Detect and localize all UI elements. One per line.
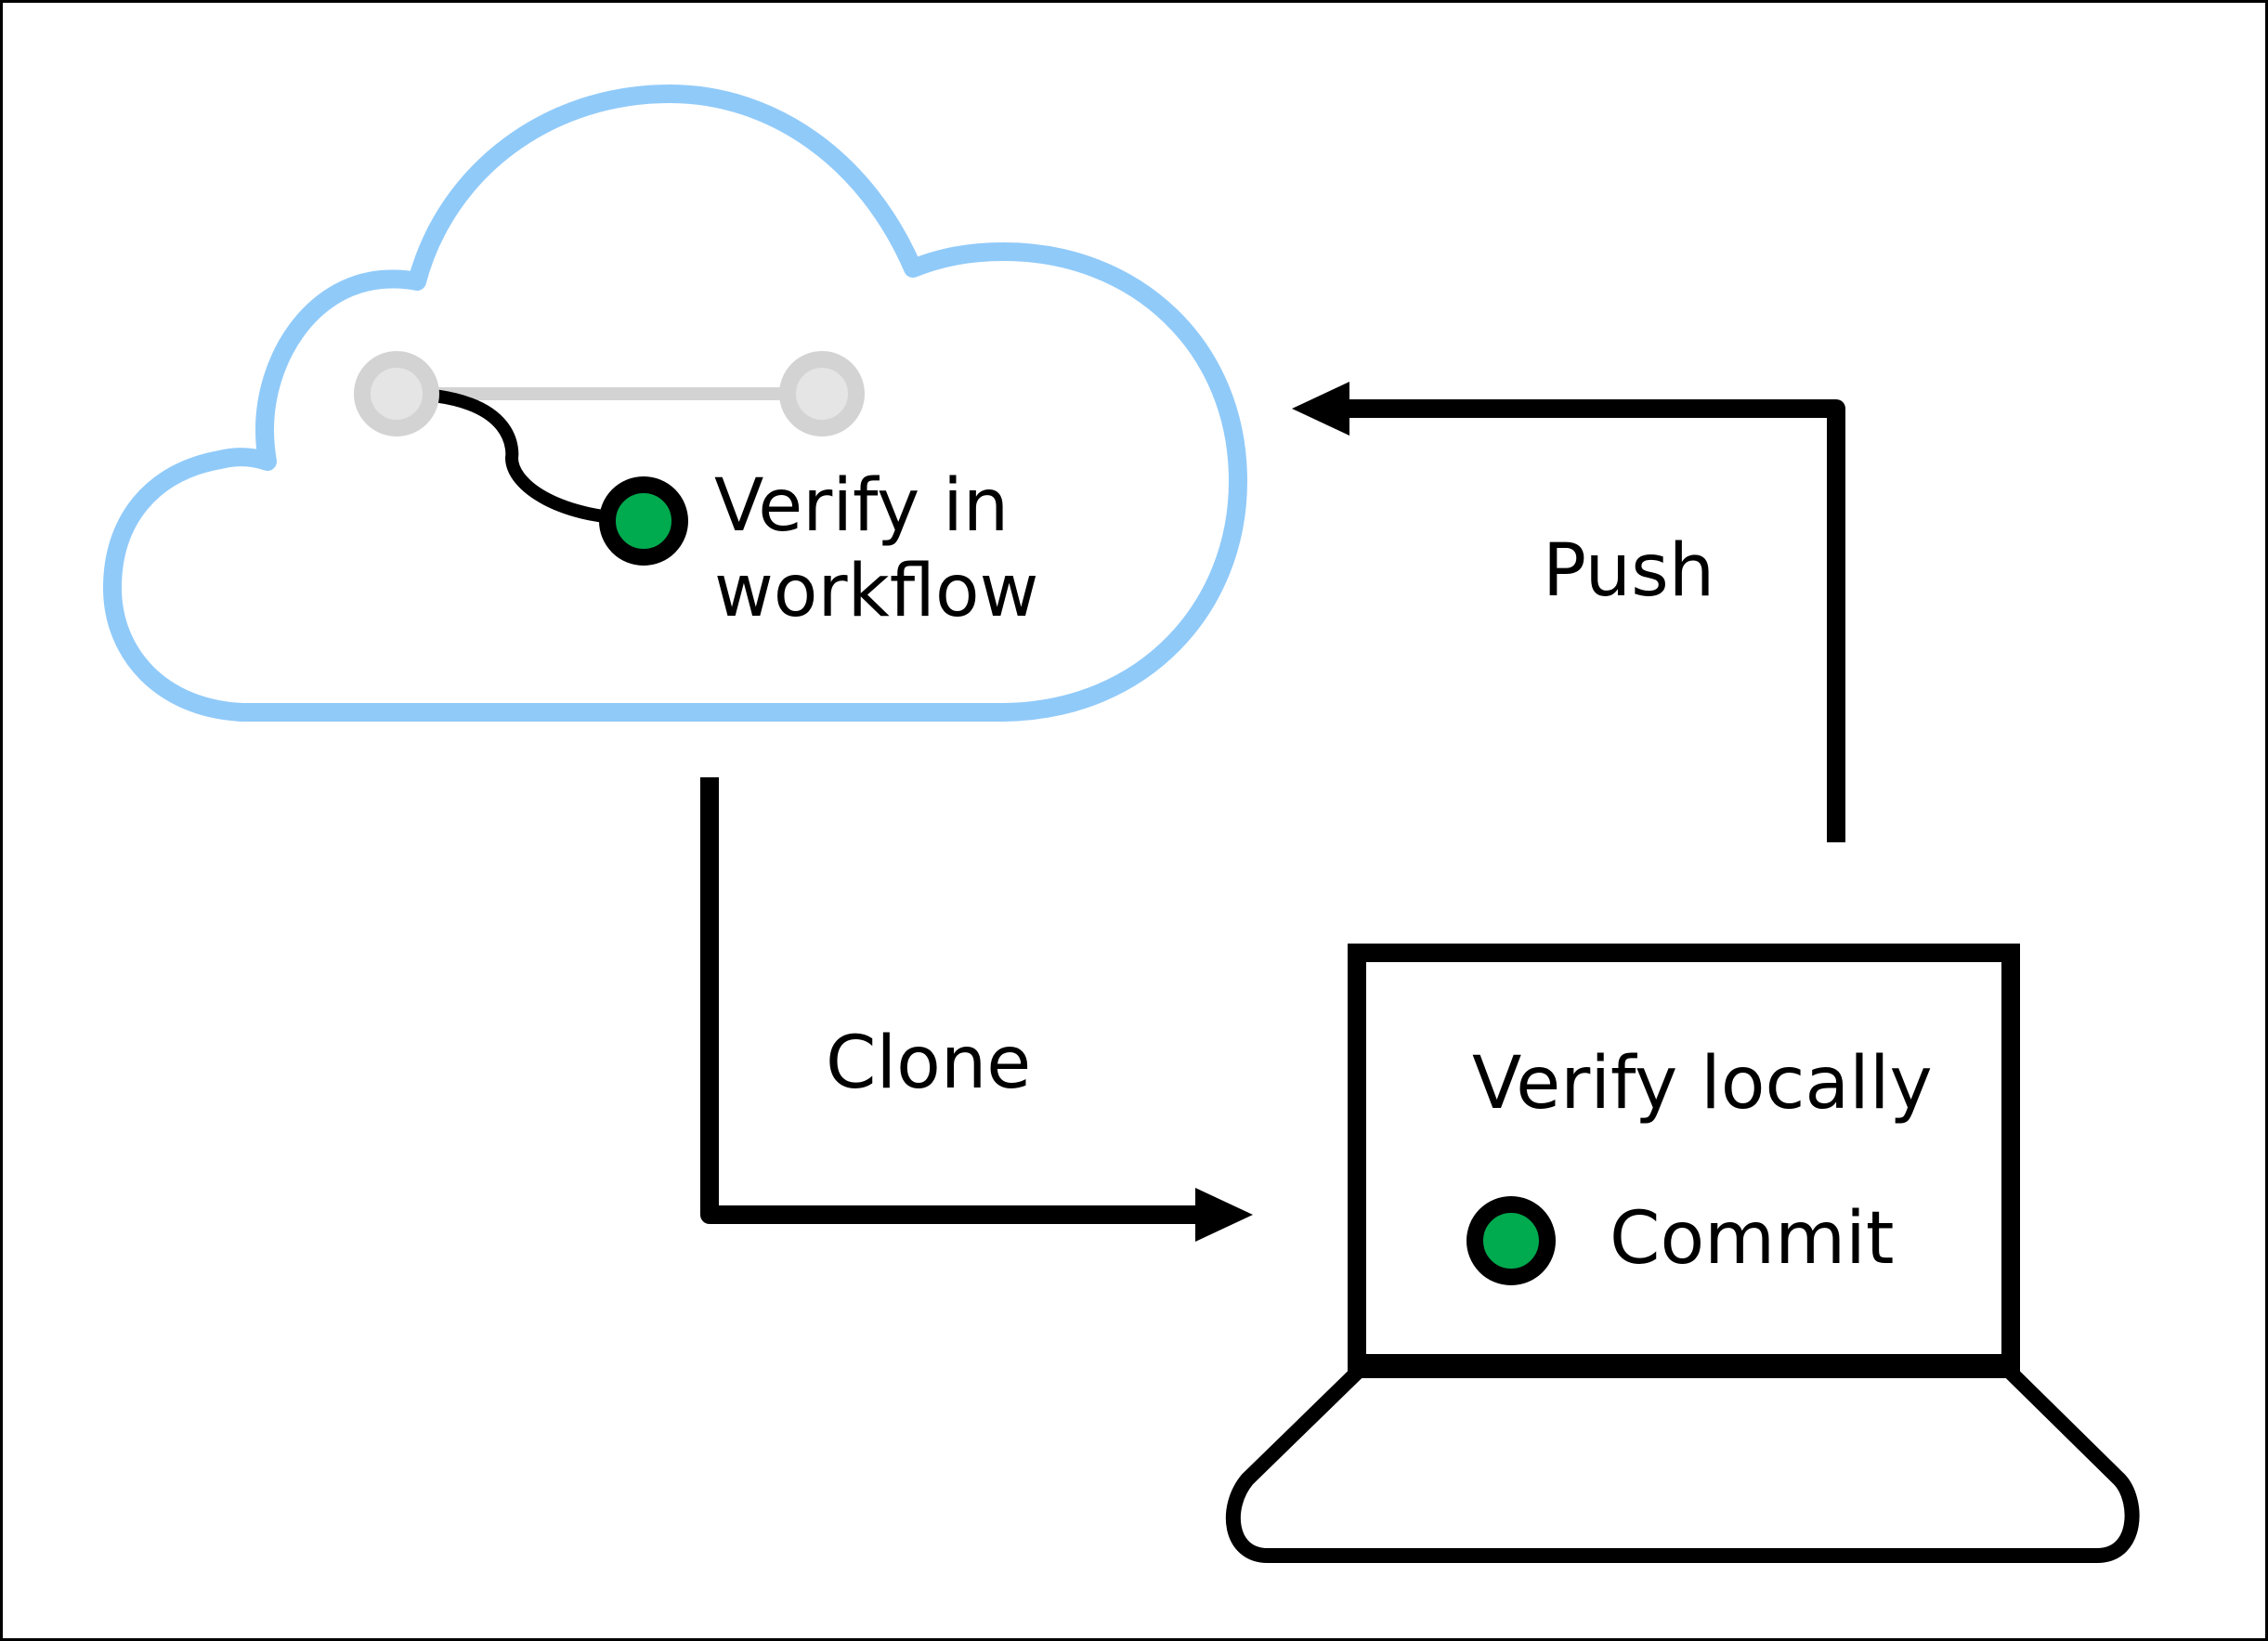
commit-dot-icon-gray-right bbox=[779, 351, 865, 436]
push-label: Push bbox=[1543, 529, 1714, 613]
clone-label: Clone bbox=[826, 1022, 1031, 1105]
commit-label: Commit bbox=[1610, 1197, 1894, 1281]
clone-arrowhead bbox=[1195, 1188, 1253, 1242]
clone-arrow-line bbox=[700, 777, 1210, 1224]
feature-branch-curve bbox=[393, 387, 650, 526]
laptop-title: Verify locally bbox=[1472, 1042, 1933, 1126]
cloud-label-line2: workflow bbox=[714, 550, 1038, 633]
commit-dot-icon-gray-left bbox=[354, 351, 439, 436]
push-arrow-line bbox=[1340, 399, 1845, 842]
clone-arrow-icon bbox=[700, 777, 1253, 1242]
cloud-label-line1: Verify in bbox=[714, 464, 1009, 548]
push-arrow-icon bbox=[1292, 382, 1845, 842]
diagram-svg: Verify in workflow Push Clone Verify loc… bbox=[103, 85, 2140, 1563]
laptop-screen bbox=[1348, 944, 2020, 1373]
laptop-icon bbox=[1225, 944, 2140, 1563]
push-arrowhead bbox=[1292, 382, 1349, 436]
cloud-icon bbox=[103, 85, 1247, 722]
laptop-base bbox=[1225, 1363, 2140, 1563]
commit-dot-icon-green-cloud bbox=[599, 476, 688, 566]
git-branch-graph bbox=[354, 351, 865, 566]
cloud-outline bbox=[103, 85, 1247, 722]
commit-dot-icon-green-laptop bbox=[1466, 1196, 1556, 1285]
